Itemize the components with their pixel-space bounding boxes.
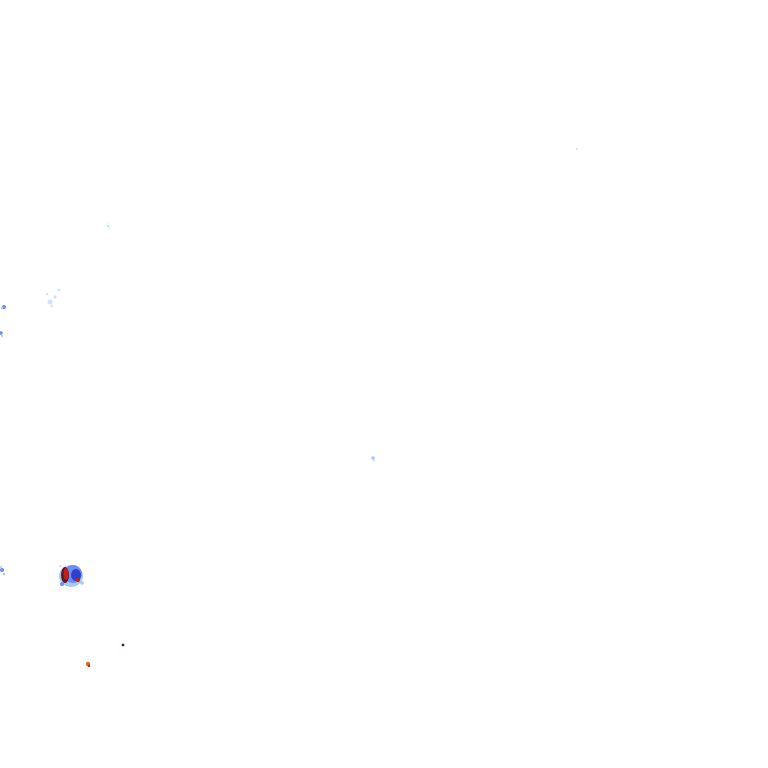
precipitation-echo — [107, 223, 109, 225]
precipitation-echo — [45, 288, 61, 308]
precipitation-echo — [576, 148, 578, 150]
precipitation-echo — [0, 566, 6, 576]
precipitation-echo — [58, 564, 62, 568]
precipitation-echo — [371, 456, 375, 462]
precipitation-echo — [0, 305, 6, 310]
precipitation-echo — [121, 643, 125, 647]
precipitation-echo — [106, 224, 110, 229]
precipitation-echo — [85, 661, 91, 668]
precipitation-echo — [0, 331, 3, 337]
precipitation-echo — [59, 565, 84, 587]
